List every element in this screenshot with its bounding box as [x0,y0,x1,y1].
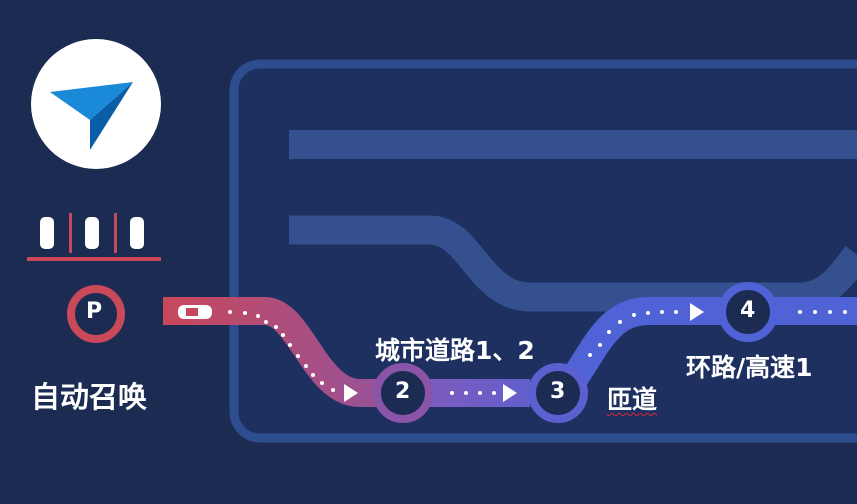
car-icon [178,305,212,319]
node-4 [718,282,778,342]
ramp-label: 匝道 [607,385,658,414]
parked-cars-icon [27,213,161,261]
city-road-label: 城市道路1、2 [375,336,535,365]
parking-icon: P [86,299,103,324]
node-4-label: 4 [740,298,756,323]
ring-highway-label: 环路/高速1 [686,353,813,382]
node-2-label: 2 [395,379,411,404]
route-segment-3 [558,297,857,393]
arrow-icon [690,303,704,321]
arrow-icon [344,384,358,402]
road-top [289,130,857,159]
route-dots [228,310,847,395]
arrow-icon [503,384,517,402]
node-2 [373,363,433,423]
auto-summon-label: 自动召唤 [31,380,148,414]
navigation-arrow-icon [31,39,161,169]
node-3-label: 3 [550,379,566,404]
road-middle [289,215,857,312]
node-3 [528,363,588,423]
parking-node [67,285,125,343]
